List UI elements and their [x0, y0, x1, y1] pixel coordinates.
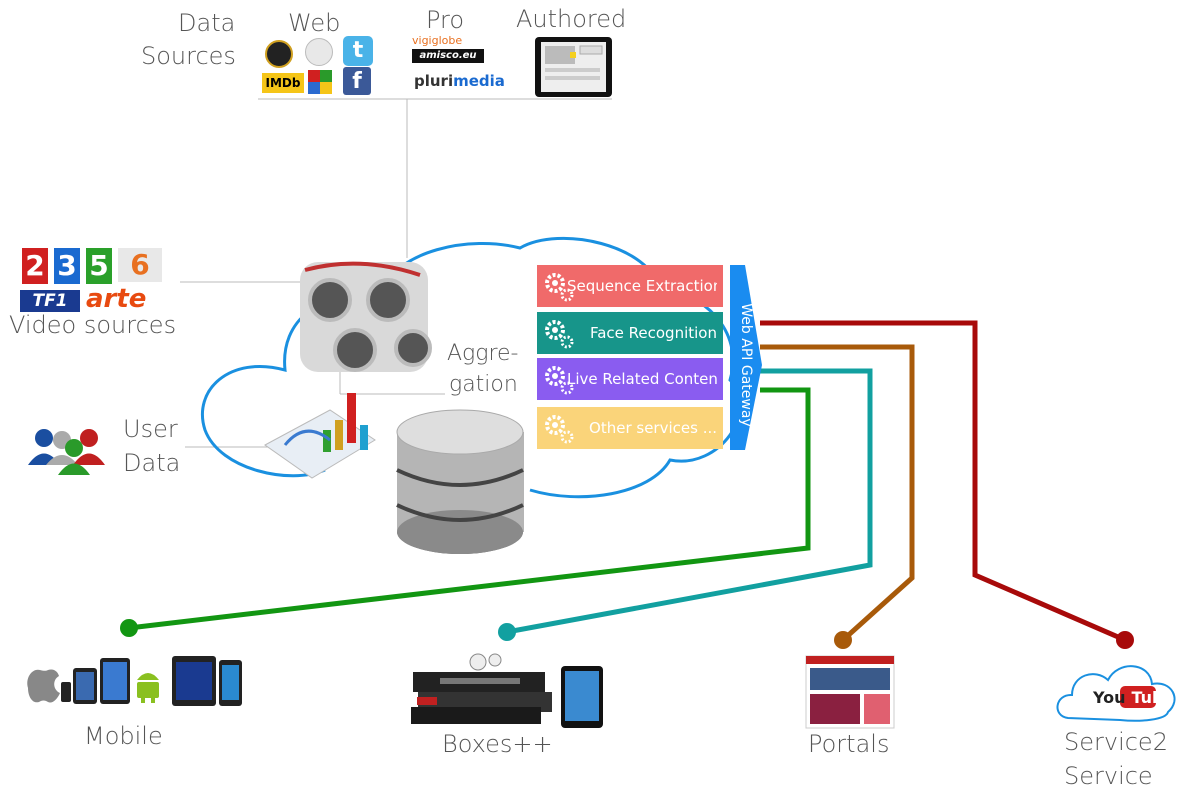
gear-icon [545, 273, 574, 302]
service-label: Live Related Content [567, 370, 717, 388]
facebook-logo-icon: f [343, 67, 371, 95]
portals-label: Portals [808, 730, 890, 758]
gear-icon [545, 415, 574, 444]
engine-icon [300, 261, 432, 372]
gateway-arrow [730, 265, 762, 450]
service-sequence-extraction: Sequence Extraction [537, 265, 723, 307]
aggregation-label-2: gation [449, 372, 518, 397]
portals-connector [760, 344, 915, 642]
france5-logo: 5 [86, 248, 112, 284]
database-icon [396, 409, 524, 554]
authored-label: Authored [516, 5, 627, 33]
france3-logo: 3 [54, 248, 80, 284]
portal-screenshot-icon [805, 655, 895, 729]
service-connector [760, 320, 1126, 643]
video-sources-label: Video sources [9, 311, 177, 339]
mobile-connector [128, 387, 811, 631]
data-sources-label-1: Data [178, 9, 236, 37]
gear-icon [545, 320, 574, 349]
boxes-endpoint [498, 623, 516, 641]
wikipedia-logo-icon [305, 38, 333, 66]
users-icon [28, 429, 105, 475]
mobile-label: Mobile [84, 722, 163, 750]
tf1-logo: TF1 [20, 290, 80, 312]
arte-logo: arte [86, 284, 147, 314]
pro-label: Pro [426, 6, 465, 34]
android-icon [137, 673, 159, 703]
france2-logo: 2 [22, 248, 48, 284]
service-label: Face Recognition [589, 324, 717, 342]
web-label: Web [288, 9, 341, 37]
boxes-label: Boxes++ [442, 730, 553, 758]
aggregation-label-1: Aggre- [447, 341, 519, 366]
service-face-recognition: Face Recognition [537, 312, 723, 354]
portals-endpoint [834, 631, 852, 649]
gear-icon [545, 366, 574, 395]
service2service-label-1: Service2 [1064, 728, 1168, 756]
service-live-related-content: Live Related Content [537, 358, 723, 400]
boxes-connector [506, 368, 873, 635]
amisco-logo: amisco.eu [412, 49, 484, 63]
user-data-label-2: Data [123, 449, 181, 477]
service-other: Other services ... [537, 407, 723, 449]
authored-tablet-icon [535, 37, 612, 97]
twitter-logo-icon: t [343, 36, 373, 66]
boxes-icon [411, 653, 603, 728]
analytics-icon [264, 393, 376, 479]
vigiglobe-logo: vigiglobe [412, 34, 463, 47]
plurimedia-logo: plurimedia [414, 72, 505, 90]
apple-logo-icon [27, 669, 61, 703]
data-sources-label-2: Sources [141, 42, 236, 70]
imdb-logo-icon: IMDb [262, 73, 304, 93]
service-label: Sequence Extraction [567, 277, 717, 295]
google-logo-icon [308, 70, 332, 94]
mobile-endpoint [120, 619, 138, 637]
user-data-label-1: User [123, 415, 178, 443]
service2service-label-2: Service [1064, 762, 1153, 790]
gateway-label: Web API Gateway [738, 303, 754, 427]
cloud-outline [200, 236, 742, 499]
service-endpoint [1116, 631, 1134, 649]
service-label: Other services ... [589, 419, 717, 437]
allocine-logo-icon [265, 40, 293, 68]
mobile-devices-icon [27, 656, 242, 706]
m6-logo: 6 [118, 248, 162, 282]
